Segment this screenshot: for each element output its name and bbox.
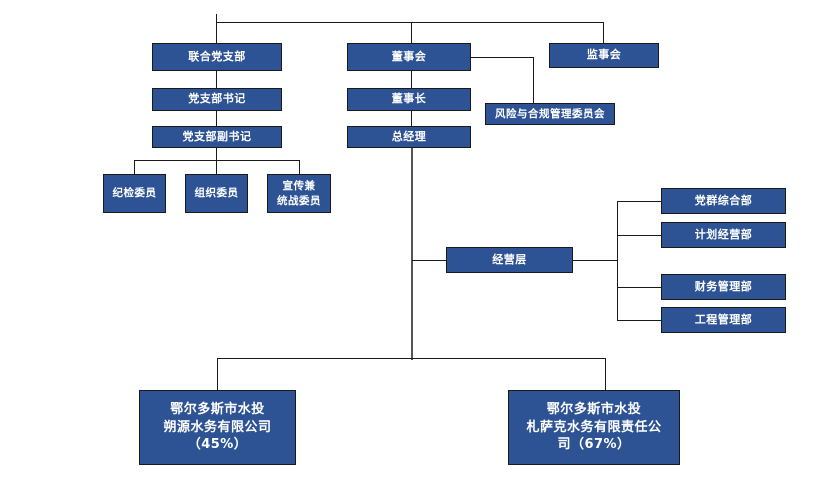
- node-joint-party-branch[interactable]: 联合党支部: [152, 43, 282, 71]
- node-label-line3: 司（67%）: [557, 437, 631, 453]
- connector-dept-planning: [617, 235, 661, 236]
- node-label: 党群综合部: [694, 193, 753, 207]
- node-label-line2: 统战委员: [277, 194, 321, 207]
- node-party-general-dept[interactable]: 党群综合部: [661, 188, 786, 214]
- node-label: 纪检委员: [112, 187, 157, 200]
- connector-dept-finance: [617, 287, 661, 288]
- connector-to-propaganda: [299, 160, 300, 174]
- node-label: 组织委员: [194, 187, 239, 200]
- node-label: 联合党支部: [188, 49, 246, 63]
- node-finance-management-dept[interactable]: 财务管理部: [661, 274, 786, 300]
- node-label: 经营层: [492, 252, 527, 266]
- node-label: 董事会: [391, 49, 427, 63]
- node-organization-commissioner[interactable]: 组织委员: [185, 174, 248, 213]
- connector-to-supervisory-board: [603, 22, 604, 43]
- node-board-of-directors[interactable]: 董事会: [347, 43, 471, 71]
- node-label-line3: （45%）: [187, 437, 248, 453]
- connector-top-horizontal: [216, 22, 604, 23]
- node-discipline-commissioner[interactable]: 纪检委员: [103, 174, 166, 213]
- node-risk-compliance-committee[interactable]: 风险与合规管理委员会: [485, 103, 615, 125]
- connector-management-to-dept-spine: [573, 260, 617, 261]
- node-label: 风险与合规管理委员会: [495, 107, 605, 120]
- node-label: 董事长: [391, 92, 427, 106]
- connector-subsidiary-bus: [217, 358, 606, 359]
- connector-gm-to-management: [412, 260, 446, 261]
- node-engineering-management-dept[interactable]: 工程管理部: [661, 307, 786, 333]
- node-general-manager[interactable]: 总经理: [347, 126, 471, 148]
- node-label-line2: 朔源水务有限公司: [163, 419, 272, 435]
- node-label: 监事会: [586, 48, 622, 62]
- connector-dept-spine: [617, 201, 618, 320]
- connector-to-organization: [216, 160, 217, 174]
- connector-gm-spine: [411, 148, 413, 360]
- connector-board-to-chairman: [411, 71, 412, 88]
- node-planning-operations-dept[interactable]: 计划经营部: [661, 222, 786, 248]
- node-label-line2: 札萨克水务有限责任公: [526, 419, 662, 435]
- connector-board-to-risk-h: [470, 57, 533, 58]
- node-label: 党支部书记: [188, 92, 246, 106]
- connector-chairman-to-gm: [411, 111, 412, 126]
- node-label: 工程管理部: [694, 312, 753, 326]
- node-label: 财务管理部: [694, 279, 753, 293]
- node-subsidiary-zhasake[interactable]: 鄂尔多斯市水投 札萨克水务有限责任公 司（67%）: [508, 390, 680, 465]
- node-label: 计划经营部: [694, 227, 753, 241]
- connector-to-joint-party-branch: [216, 22, 217, 43]
- node-subsidiary-suyuan[interactable]: 鄂尔多斯市水投 朔源水务有限公司 （45%）: [139, 390, 296, 465]
- connector-board-to-risk-v: [533, 57, 534, 103]
- connector-joint-to-secretary: [216, 71, 217, 88]
- node-label: 总经理: [391, 129, 427, 143]
- node-label-line1: 鄂尔多斯市水投: [170, 402, 265, 418]
- connector-to-subsidiary-suyuan: [217, 358, 218, 390]
- node-label-line1: 宣传兼: [282, 180, 316, 193]
- node-label-line1: 鄂尔多斯市水投: [546, 402, 642, 418]
- connector-to-discipline: [134, 160, 135, 174]
- node-supervisory-board[interactable]: 监事会: [549, 43, 659, 68]
- connector-dept-party-general: [617, 201, 661, 202]
- node-label: 党支部副书记: [182, 129, 252, 143]
- connector-deputy-down: [216, 148, 217, 160]
- node-party-branch-secretary[interactable]: 党支部书记: [152, 88, 282, 111]
- connector-dept-engineering: [617, 320, 661, 321]
- connector-secretary-to-deputy: [216, 111, 217, 126]
- node-party-branch-deputy-secretary[interactable]: 党支部副书记: [152, 126, 282, 148]
- node-chairman[interactable]: 董事长: [347, 88, 471, 111]
- node-propaganda-commissioner[interactable]: 宣传兼 统战委员: [267, 174, 331, 213]
- connector-to-subsidiary-zhasake: [605, 358, 606, 390]
- node-management-level[interactable]: 经营层: [446, 247, 573, 273]
- connector-to-board-of-directors: [411, 22, 412, 43]
- connector-top-root-stub: [216, 14, 217, 22]
